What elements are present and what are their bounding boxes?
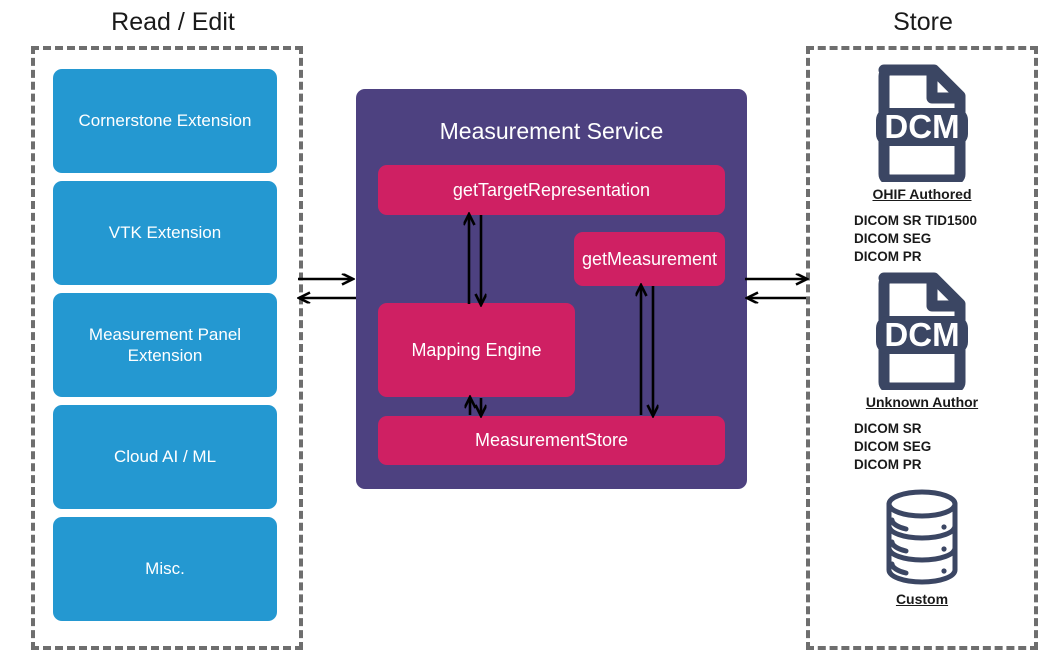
extension-box-label: VTK Extension	[108, 223, 222, 243]
store-format-line: DICOM SEG	[854, 438, 932, 454]
read-edit-group-boundary	[31, 46, 303, 650]
extension-box-label: Cloud AI / ML	[113, 447, 217, 467]
extension-box-measurement-panel[interactable]: Measurement Panel Extension	[53, 293, 277, 397]
store-format-line: DICOM PR	[854, 248, 922, 264]
store-item-ohif-authored: DCM OHIF Authored DICOM SR TID1500 DICOM…	[806, 62, 1038, 266]
measurement-service-title: Measurement Service	[439, 118, 664, 144]
store-column-title: Store	[893, 8, 953, 36]
dcm-file-icon: DCM	[806, 270, 1038, 394]
svg-text:DCM: DCM	[884, 316, 959, 353]
extension-box-vtk[interactable]: VTK Extension	[53, 181, 277, 285]
store-item-caption: Custom	[895, 591, 949, 607]
extension-box-label: Misc.	[145, 559, 185, 579]
svg-text:DCM: DCM	[884, 108, 959, 145]
extension-box-misc[interactable]: Misc.	[53, 517, 277, 621]
store-item-caption: Unknown Author	[865, 394, 979, 410]
service-box-label: getTargetRepresentation	[452, 179, 651, 200]
store-format-line: DICOM SR TID1500	[854, 213, 978, 228]
service-box-label: MeasurementStore	[474, 430, 629, 450]
extension-box-cornerstone[interactable]: Cornerstone Extension	[53, 69, 277, 173]
database-cylinder-icon	[806, 487, 1038, 587]
store-item-custom: Custom	[806, 487, 1038, 607]
store-format-line: DICOM SR	[854, 421, 922, 436]
service-box-measurement-store[interactable]: MeasurementStore	[378, 416, 725, 465]
store-item-unknown-author: DCM Unknown Author DICOM SR DICOM SEG DI…	[806, 270, 1038, 474]
store-item-caption: OHIF Authored	[872, 186, 972, 202]
service-box-label: getMeasurement	[581, 248, 718, 269]
store-group-boundary	[806, 46, 1038, 650]
store-item-formats: DICOM SR DICOM SEG DICOM PR	[806, 420, 1038, 474]
service-box-get-measurement[interactable]: getMeasurement	[574, 232, 725, 286]
store-item-formats: DICOM SR TID1500 DICOM SEG DICOM PR	[806, 212, 1038, 266]
extension-box-label: Measurement Panel Extension	[88, 324, 242, 365]
service-box-label: Mapping Engine	[411, 339, 542, 360]
dcm-file-icon: DCM	[806, 62, 1038, 186]
service-box-get-target-representation[interactable]: getTargetRepresentation	[378, 165, 725, 215]
service-box-mapping-engine[interactable]: Mapping Engine	[378, 303, 575, 397]
store-format-line: DICOM PR	[854, 456, 922, 472]
extension-box-cloud-ai-ml[interactable]: Cloud AI / ML	[53, 405, 277, 509]
store-format-line: DICOM SEG	[854, 230, 932, 246]
extension-box-label: Cornerstone Extension	[78, 111, 252, 131]
read-edit-column-title: Read / Edit	[111, 8, 235, 36]
